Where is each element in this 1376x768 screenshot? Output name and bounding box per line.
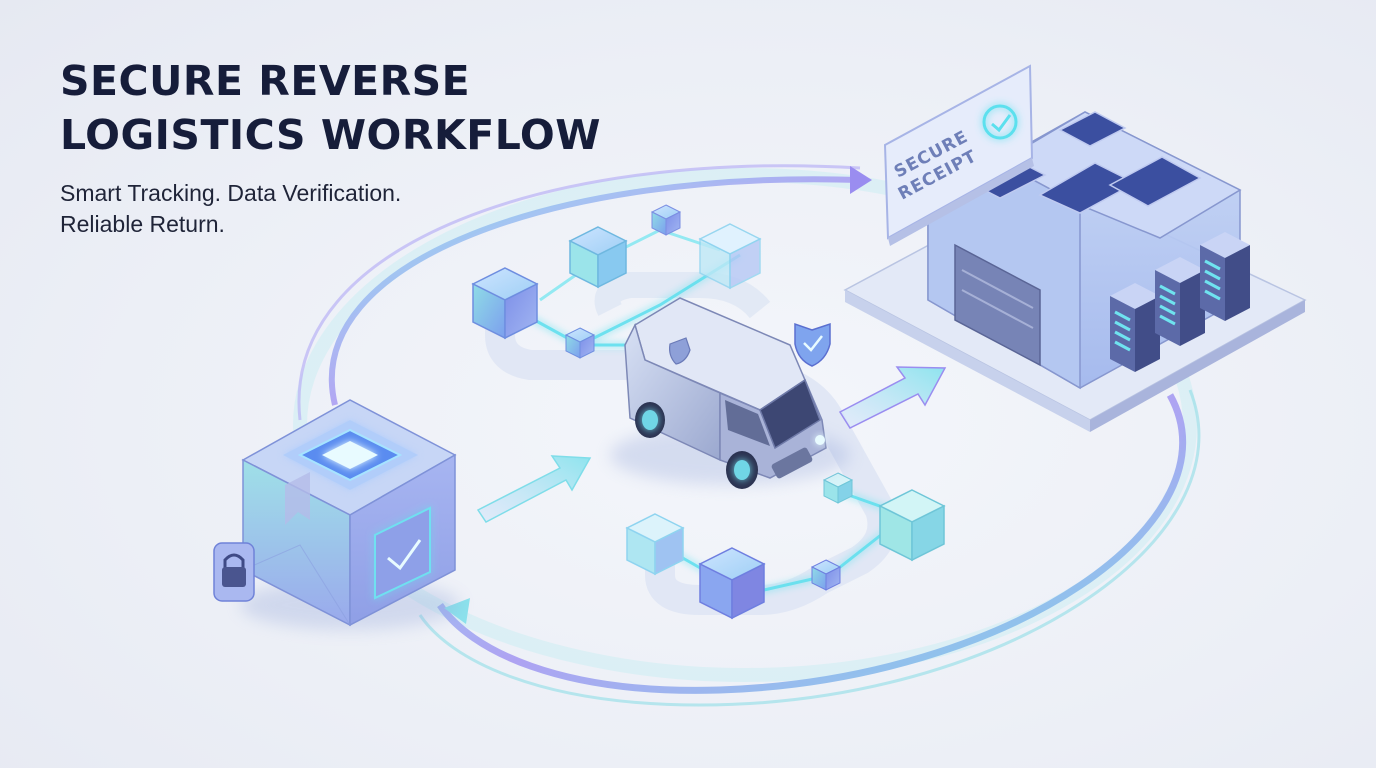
data-block-cube [650, 204, 682, 236]
data-block-cube [471, 267, 539, 340]
ring-arrowhead-bottom [444, 598, 470, 624]
circular-flow-ring [293, 164, 1201, 707]
data-block-cube [698, 223, 762, 290]
data-block-cube [698, 547, 766, 620]
shield-check-icon [794, 322, 831, 367]
flow-arrow-to-van [476, 455, 592, 523]
server-rack [1155, 257, 1205, 346]
delivery-van [610, 297, 850, 489]
check-circle-icon [982, 104, 1018, 140]
server-rack [1200, 232, 1250, 321]
data-block-cube [564, 327, 596, 359]
ring-arrowhead-top [850, 166, 872, 194]
data-block-cube [568, 226, 628, 289]
page-title: SECURE REVERSE LOGISTICS WORKFLOW [60, 57, 601, 159]
data-block-cube [878, 489, 946, 562]
flow-arrow-to-warehouse [838, 366, 947, 429]
data-block-cube [810, 559, 842, 591]
page-subtitle: Smart Tracking. Data Verification. Relia… [60, 180, 402, 237]
server-rack [1110, 283, 1160, 372]
padlock-icon [213, 542, 255, 602]
checkmark-scan-icon [374, 506, 431, 600]
data-block-cube [625, 513, 685, 576]
secure-receipt-sign: SECURE RECEIPT [883, 64, 1034, 246]
data-block-cube [822, 472, 854, 504]
